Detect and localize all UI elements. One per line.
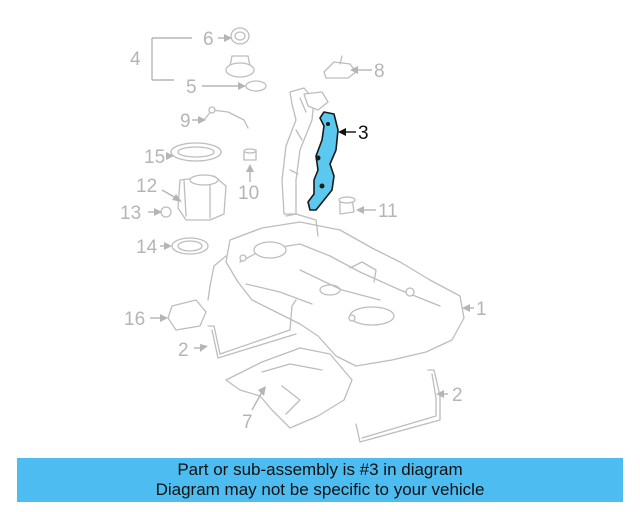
callout-9[interactable]: 9 (180, 111, 191, 132)
tank-straps (207, 299, 441, 443)
fuel-pump-assembly (160, 106, 249, 255)
callout-7[interactable]: 7 (242, 412, 253, 433)
fuel-tank (225, 213, 465, 367)
info-banner: Part or sub-assembly is #3 in diagram Di… (17, 458, 623, 502)
banner-line-1: Part or sub-assembly is #3 in diagram (177, 460, 463, 479)
part-16 (167, 299, 207, 331)
callout-3[interactable]: 3 (358, 123, 369, 144)
fittings (243, 148, 356, 215)
heat-shield (225, 347, 353, 429)
callout-16[interactable]: 16 (124, 309, 145, 330)
callout-2-left[interactable]: 2 (178, 340, 189, 361)
banner-line-2: Diagram may not be specific to your vehi… (155, 480, 485, 499)
callout-15[interactable]: 15 (144, 147, 165, 168)
callout-14[interactable]: 14 (136, 237, 158, 258)
callout-4[interactable]: 4 (130, 49, 141, 70)
callout-12[interactable]: 12 (136, 176, 157, 197)
callout-numbers: 1 2 2 3 4 5 6 7 8 9 10 11 12 13 14 15 16 (120, 29, 487, 433)
callout-11[interactable]: 11 (378, 201, 398, 222)
callout-13[interactable]: 13 (120, 203, 141, 224)
parts-diagram: 1 2 2 3 4 5 6 7 8 9 10 11 12 13 14 15 16 (120, 27, 487, 443)
callout-2-right[interactable]: 2 (452, 385, 463, 406)
callout-1[interactable]: 1 (476, 299, 487, 320)
valve-stack (225, 27, 267, 92)
vent-line (207, 255, 227, 301)
callout-5[interactable]: 5 (186, 77, 197, 98)
callout-8[interactable]: 8 (374, 61, 385, 82)
callout-10[interactable]: 10 (238, 183, 259, 204)
part-3-highlighted[interactable] (307, 111, 339, 211)
callout-6[interactable]: 6 (203, 29, 214, 50)
part-8-bracket (323, 55, 357, 79)
filler-neck (281, 87, 329, 215)
leader-lines (148, 34, 474, 411)
